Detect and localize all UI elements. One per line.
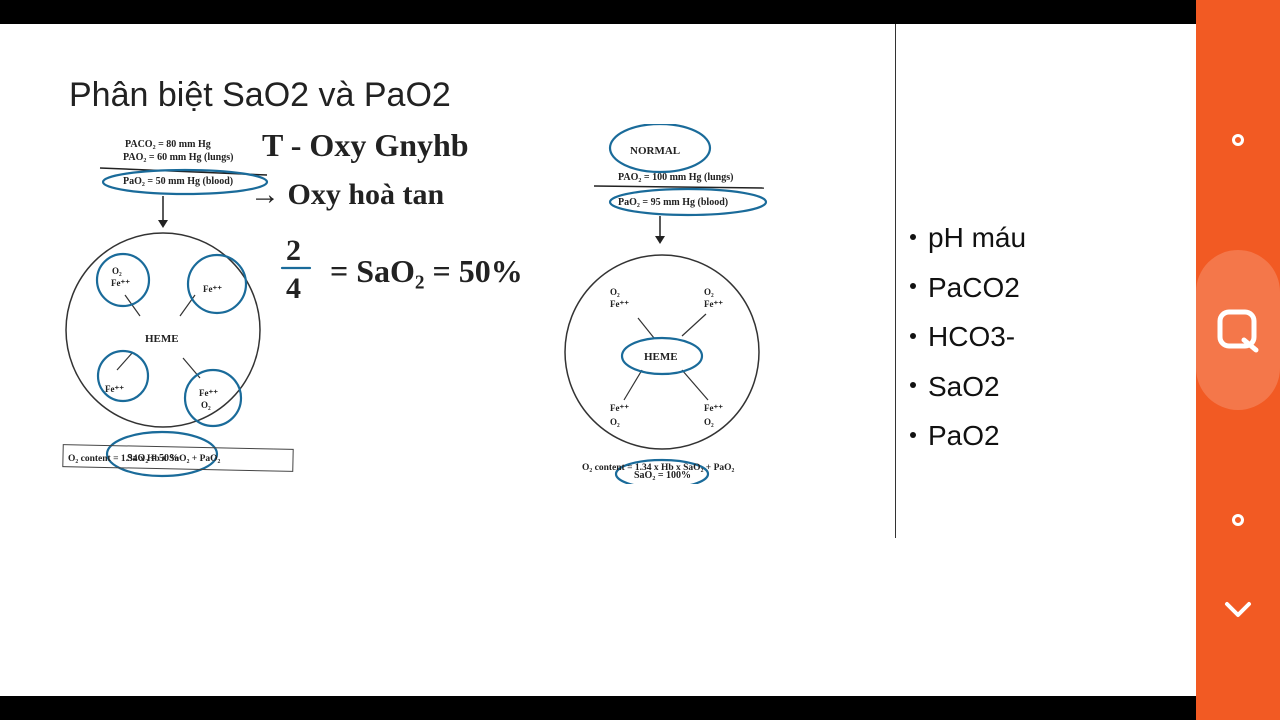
search-icon (1217, 309, 1259, 353)
handwriting-annotations: T - Oxy Gnyhb → Oxy hoà tan 2 4 = SaO₂ =… (250, 127, 523, 305)
right-heme-text: HEME (644, 351, 678, 363)
bullet-dot (910, 431, 916, 438)
bullet-dot (910, 233, 916, 240)
handwriting-fraction-num: 2 (286, 234, 301, 267)
right-pao2-blood-text: PaO₂ = 95 mm Hg (blood) (618, 197, 728, 208)
left-tl-o2: O₂ (112, 266, 122, 276)
side-control-panel (1196, 0, 1280, 720)
search-button-highlight (1196, 250, 1280, 410)
left-heme-figure: PACO₂ = 80 mm Hg PAO₂ = 60 mm Hg (lungs)… (65, 139, 269, 478)
bullet-item: SaO2 (910, 369, 1026, 419)
circle-icon (1232, 134, 1244, 146)
right-tl-fe: Fe⁺⁺ (610, 299, 629, 309)
right-content-text: O₂ content = 1.34 x Hb x SaO₂ + PaO₂ (582, 463, 735, 473)
left-content-formula: O₂ content = 1.34 x Hb x SaO₂ + PaO₂ (62, 444, 294, 472)
left-sao2-text: SaO₂ = 50% (127, 453, 179, 464)
left-tl-fe: Fe⁺⁺ (111, 278, 130, 288)
bullet-dot (910, 283, 916, 290)
bullet-item: HCO3- (910, 319, 1026, 369)
right-tr-o2: O₂ (704, 287, 714, 297)
handwriting-fraction-den: 4 (286, 272, 301, 305)
bullet-text: SaO2 (928, 370, 1000, 402)
left-tr-fe: Fe⁺⁺ (203, 284, 222, 294)
right-tl-o2: O₂ (610, 287, 620, 297)
top-circle-button[interactable] (1196, 118, 1280, 162)
bullet-text: HCO3- (928, 321, 1016, 353)
right-content-formula: O₂ content = 1.34 x Hb x SaO₂ + PaO₂ (582, 463, 735, 473)
bullet-item: pH máu (910, 220, 1026, 270)
handwriting-line1: T - Oxy Gnyhb (262, 127, 469, 163)
left-br-fe: Fe⁺⁺ (199, 388, 218, 398)
left-paco2-text: PACO₂ = 80 mm Hg (125, 139, 211, 150)
bottom-circle-button[interactable] (1196, 498, 1280, 542)
right-heme-figure: NORMAL PAO₂ = 100 mm Hg (lungs) PaO₂ = 9… (564, 124, 768, 484)
right-sao2-text: SaO₂ = 100% (634, 470, 691, 481)
slide-title: Phân biệt SaO2 và PaO2 (69, 76, 451, 114)
chevron-down-icon (1225, 602, 1251, 617)
bullet-item: PaCO2 (910, 270, 1026, 320)
bullet-dot (910, 332, 916, 339)
bullet-text: PaCO2 (928, 271, 1020, 303)
bullet-item: PaO2 (910, 418, 1026, 468)
left-br-o2: O₂ (201, 400, 211, 410)
right-br-fe: Fe⁺⁺ (704, 403, 723, 413)
handwriting-line2: → Oxy hoà tan (250, 178, 445, 211)
search-button[interactable] (1196, 250, 1280, 410)
slide-canvas: Phân biệt SaO2 và PaO2 PACO₂ = 80 mm Hg … (0, 24, 1196, 696)
left-bl-fe: Fe⁺⁺ (105, 384, 124, 394)
left-heme-text: HEME (145, 333, 179, 345)
bullet-dot (910, 382, 916, 389)
bullet-text: PaO2 (928, 420, 1000, 452)
left-pao2-lungs-text: PAO₂ = 60 mm Hg (lungs) (123, 152, 233, 163)
top-black-bar (0, 0, 1196, 24)
vertical-divider (895, 24, 896, 538)
right-pao2-lungs-text: PAO₂ = 100 mm Hg (lungs) (618, 172, 733, 183)
bottom-black-bar (0, 696, 1196, 720)
right-bl-fe: Fe⁺⁺ (610, 403, 629, 413)
left-pao2-blood-text: PaO₂ = 50 mm Hg (blood) (123, 176, 233, 187)
right-bl-o2: O₂ (610, 417, 620, 427)
handwriting-equation: = SaO₂ = 50% (330, 253, 523, 289)
right-tr-fe: Fe⁺⁺ (704, 299, 723, 309)
right-br-o2: O₂ (704, 417, 714, 427)
left-content-text: O₂ content = 1.34 x Hb x SaO₂ + PaO₂ (68, 454, 221, 464)
collapse-button[interactable] (1196, 588, 1280, 632)
bullet-text: pH máu (928, 222, 1027, 253)
right-normal-text: NORMAL (630, 145, 680, 157)
circle-icon (1232, 514, 1244, 526)
bullet-list: pH máu PaCO2 HCO3- SaO2 PaO2 (910, 220, 1026, 468)
